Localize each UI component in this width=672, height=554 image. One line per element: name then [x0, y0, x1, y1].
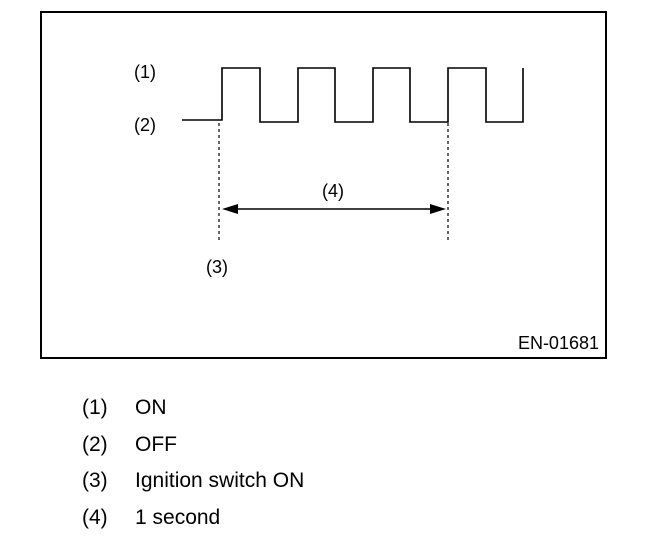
ignition-label: (3): [206, 257, 228, 277]
timing-diagram: (1) (2) (4) (3) EN-01681: [40, 11, 607, 359]
legend-item: (3) Ignition switch ON: [82, 469, 304, 506]
on-level-label: (1): [134, 62, 156, 82]
legend-number: (4): [82, 505, 108, 529]
off-level-label: (2): [134, 115, 156, 135]
legend-text: Ignition switch ON: [135, 469, 305, 492]
legend-number: (2): [82, 432, 108, 456]
legend-text: OFF: [135, 432, 177, 456]
legend-item: (2) OFF: [82, 433, 304, 470]
legend-text: 1 second: [135, 505, 221, 529]
arrow-head-right: [430, 204, 446, 214]
figure-code: EN-01681: [517, 333, 599, 353]
legend-number: (3): [82, 469, 108, 492]
arrow-head-left: [222, 204, 238, 214]
legend-number: (1): [82, 396, 108, 419]
waveform-graphic: [182, 67, 524, 243]
duration-label: (4): [322, 181, 344, 201]
legend-text: ON: [135, 396, 167, 419]
legend-item: (1) ON: [82, 396, 304, 433]
pulse-waveform: [182, 67, 524, 123]
legend-item: (4) 1 second: [82, 506, 304, 543]
legend-list: (1) ON (2) OFF (3) Ignition switch ON (4…: [82, 396, 304, 542]
